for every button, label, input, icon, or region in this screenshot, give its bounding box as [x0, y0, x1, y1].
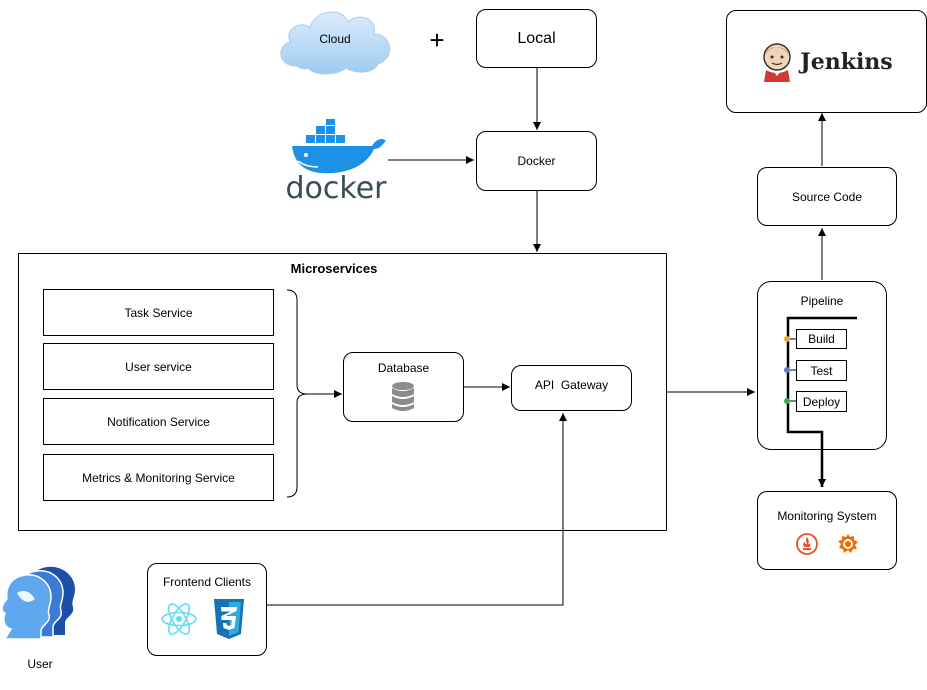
local-label: Local — [517, 29, 556, 47]
database-label: Database — [377, 361, 430, 375]
monitoring-system-box[interactable]: Monitoring System — [757, 491, 897, 570]
frontend-clients-box[interactable]: Frontend Clients — [147, 563, 267, 656]
user-group-icon — [3, 566, 75, 639]
metrics-monitoring-service-label: Metrics & Monitoring Service — [82, 470, 235, 485]
jenkins-box[interactable]: Jenkins — [726, 10, 927, 113]
notification-service-label: Notification Service — [107, 414, 210, 429]
user-label: User — [27, 657, 53, 671]
microservices-title: Microservices — [290, 261, 378, 276]
pipeline-title: Pipeline — [800, 294, 844, 308]
task-service-box[interactable]: Task Service — [43, 289, 274, 336]
source-code-label: Source Code — [791, 189, 863, 204]
metrics-monitoring-service-box[interactable]: Metrics & Monitoring Service — [43, 454, 274, 501]
user-service-label: User service — [125, 359, 192, 374]
test-stage-label: Test — [810, 363, 833, 378]
docker-box[interactable]: Docker — [476, 131, 597, 191]
jenkins-label: Jenkins — [800, 48, 893, 75]
build-stage-dot — [784, 336, 790, 342]
jenkins-butler-icon — [763, 42, 792, 82]
build-stage-label: Build — [808, 332, 835, 346]
local-box[interactable]: Local — [476, 9, 597, 68]
cloud-icon — [280, 11, 390, 75]
notification-service-box[interactable]: Notification Service — [43, 398, 274, 445]
docker-box-label: Docker — [517, 154, 556, 168]
pipeline-flow-line — [786, 316, 857, 487]
docker-whale-icon — [292, 119, 386, 174]
arrow-frontend-gateway — [267, 413, 567, 606]
css3-icon — [214, 599, 244, 639]
api-gateway-box[interactable]: API Gateway — [511, 365, 632, 411]
deploy-stage-dot — [784, 398, 790, 404]
monitoring-system-label: Monitoring System — [777, 509, 877, 523]
plus-sign: + — [429, 25, 445, 55]
build-stage[interactable]: Build — [796, 329, 847, 349]
test-stage-dot — [784, 367, 790, 373]
deploy-stage-label: Deploy — [802, 394, 841, 409]
docker-logo-text: docker — [285, 171, 387, 206]
microservices-container — [18, 253, 667, 531]
prometheus-icon — [796, 533, 818, 555]
deploy-stage[interactable]: Deploy — [796, 391, 847, 412]
user-service-box[interactable]: User service — [43, 343, 274, 390]
api-gateway-label: API Gateway — [534, 378, 609, 392]
frontend-clients-label: Frontend Clients — [162, 575, 252, 589]
grafana-icon — [838, 534, 858, 553]
source-code-box[interactable]: Source Code — [757, 167, 897, 226]
docker-logo: docker — [284, 119, 388, 209]
cloud-label: Cloud — [319, 32, 351, 46]
task-service-label: Task Service — [124, 305, 193, 320]
react-icon — [161, 603, 197, 635]
test-stage[interactable]: Test — [796, 360, 847, 381]
pipeline-box[interactable]: Pipeline — [757, 281, 887, 450]
database-icon — [392, 382, 414, 411]
